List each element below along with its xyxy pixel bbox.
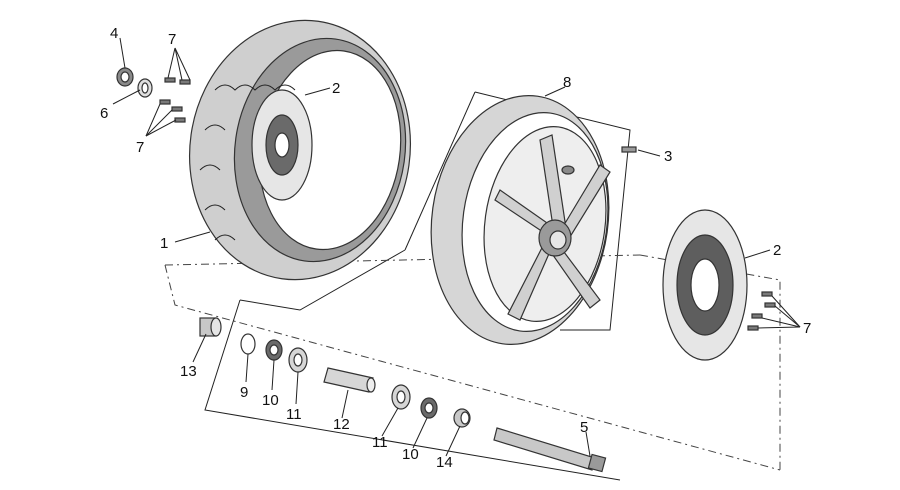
callout-13: 13	[180, 363, 197, 380]
spacer-14	[453, 408, 471, 428]
callout-11-left: 11	[286, 406, 302, 423]
brake-disc-right	[662, 209, 748, 361]
callout-7-right: 7	[803, 320, 811, 337]
callout-2-upper: 2	[332, 80, 340, 97]
callout-9: 9	[240, 384, 248, 401]
circlip-9	[240, 333, 256, 355]
callout-7-upper: 7	[168, 31, 176, 48]
callout-6: 6	[100, 105, 108, 122]
callout-11-right: 11	[372, 434, 388, 451]
spacer-tube-12	[323, 367, 376, 393]
bolt-3	[621, 146, 637, 153]
callout-10-left: 10	[262, 392, 279, 409]
callout-1: 1	[160, 235, 168, 252]
bolts-upper-left	[159, 77, 191, 123]
bearing-11-right	[391, 384, 411, 410]
spacer-13	[199, 317, 222, 337]
callout-12: 12	[333, 416, 350, 433]
callout-8: 8	[563, 74, 571, 91]
nut-4	[116, 67, 134, 87]
callout-2-right: 2	[773, 242, 781, 259]
axle-5	[493, 427, 607, 473]
callout-3: 3	[664, 148, 672, 165]
washer-6	[137, 78, 153, 98]
callout-7-lower: 7	[136, 139, 144, 156]
leader-lines	[112, 37, 801, 457]
callout-4: 4	[110, 25, 118, 42]
bolts-right	[747, 291, 776, 331]
seal-10-right	[420, 397, 438, 419]
callout-5: 5	[580, 419, 588, 436]
seal-10-left	[265, 339, 283, 361]
callout-10-right: 10	[402, 446, 419, 463]
brake-disc-left	[251, 89, 313, 201]
wheel-rim	[430, 95, 611, 345]
callout-14: 14	[436, 454, 453, 471]
bearing-11-left	[288, 347, 308, 373]
callouts: 4 6 7 7 2 1 8 3 2 7 13 9 10 11 12 11 10 …	[100, 25, 811, 471]
